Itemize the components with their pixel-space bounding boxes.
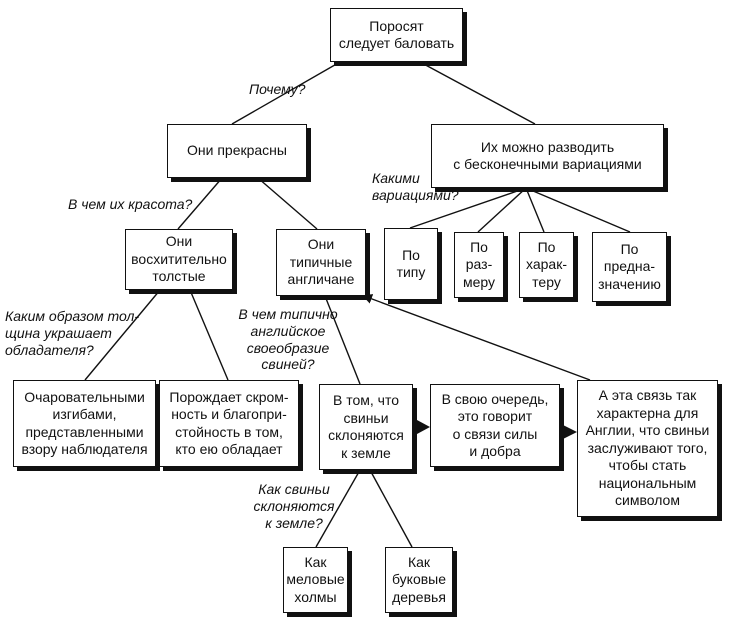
edge-bow-chalk xyxy=(315,469,361,548)
node-by-type: По типу xyxy=(384,228,438,300)
node-modesty: Порождает скром- ность и благопри- стойн… xyxy=(159,380,299,467)
edge-fat-curves xyxy=(84,289,161,381)
arrow-strength-symbol xyxy=(563,425,577,439)
arrow-symbol-english xyxy=(362,294,591,381)
node-english: Они типичные англичане xyxy=(276,229,366,296)
edge-fat-modesty xyxy=(189,289,229,381)
edge-beautiful-fat xyxy=(177,177,223,230)
question-what-beauty: В чем их красота? xyxy=(68,196,193,212)
edge-english-bow xyxy=(324,295,361,385)
edge-root-variations xyxy=(419,61,536,125)
question-how-thickness: Каким образом тол- щина украшает обладат… xyxy=(5,308,140,358)
question-how-bow: Как свиньи склоняются к земле? xyxy=(253,481,335,531)
node-chalk: Как меловые холмы xyxy=(283,547,348,613)
node-curves: Очаровательными изгибами, представленным… xyxy=(13,380,156,467)
edge-variations-type xyxy=(409,187,527,229)
node-by-size: По раз- меру xyxy=(454,232,504,298)
question-how-english: В чем типично английское своеобразие сви… xyxy=(238,306,338,373)
node-bow: В том, что свиньи склоняются к земле xyxy=(319,384,413,470)
edge-beautiful-english xyxy=(257,177,318,230)
node-variations: Их можно разводить с бесконечными вариац… xyxy=(431,124,664,188)
edge-variations-size xyxy=(477,187,527,233)
edge-root-beautiful xyxy=(231,61,341,125)
question-why: Почему? xyxy=(249,81,306,97)
edge-variations-character xyxy=(525,187,545,233)
node-symbol: А эта связь так характерна для Англии, ч… xyxy=(577,380,718,517)
node-by-purpose: По предна- значению xyxy=(592,232,667,302)
arrow-bow-strength xyxy=(417,420,430,434)
node-beech: Как буковые деревья xyxy=(385,547,453,613)
node-strength: В свою очередь, это говорит о связи силы… xyxy=(430,384,560,467)
node-fat: Они восхитительно толстые xyxy=(125,229,233,290)
node-beautiful: Они прекрасны xyxy=(167,124,307,178)
question-which-variations: Какими вариациями? xyxy=(372,170,459,203)
edge-variations-purpose xyxy=(525,187,631,233)
edge-bow-beech xyxy=(369,469,413,548)
root-node: Поросят следует баловать xyxy=(330,8,463,62)
node-by-character: По харак- теру xyxy=(519,232,574,298)
